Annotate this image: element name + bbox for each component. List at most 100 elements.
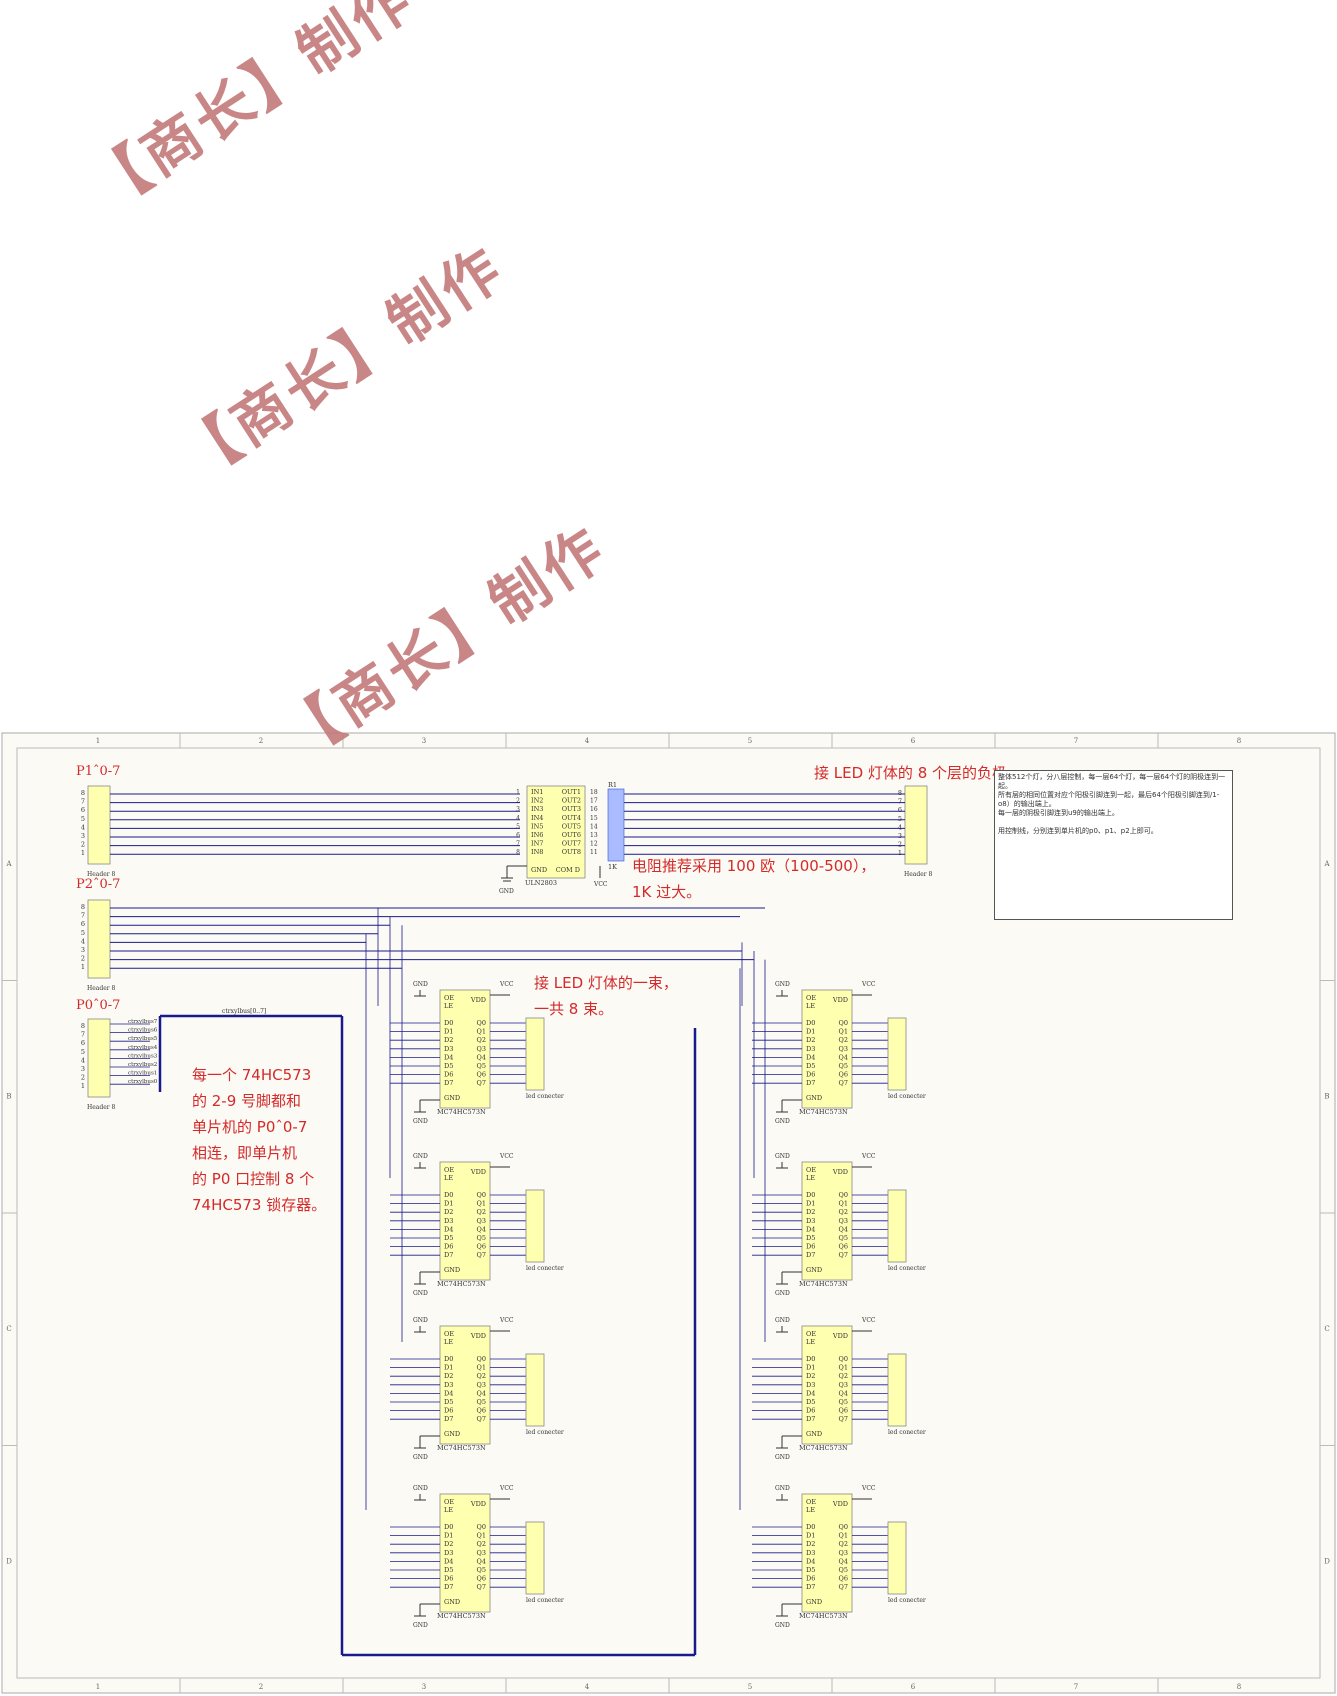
latch-0-q-pin: Q3 xyxy=(477,1045,486,1053)
latch-6-d-pin: D0 xyxy=(444,1523,453,1531)
p0-header-pin: 6 xyxy=(81,1039,85,1047)
uln-label: ULN2803 xyxy=(525,879,557,887)
latch-0-d-pin: D0 xyxy=(444,1019,453,1027)
latch-1-led-connector xyxy=(887,1017,907,1091)
latch-0-led-label: led conecter xyxy=(526,1093,564,1100)
p1-header xyxy=(87,785,111,865)
uln-input-pin: IN3 xyxy=(531,805,543,813)
latch-3-q-pin: Q0 xyxy=(839,1191,848,1199)
latch-0-gnd-pin: GND xyxy=(444,1094,460,1102)
latch-2-q-pin: Q7 xyxy=(477,1251,486,1259)
latch-6-d-pin: D7 xyxy=(444,1583,453,1591)
latch-5-gnd-pin: GND xyxy=(806,1430,822,1438)
p0-bus-label: ctrxylbus0 xyxy=(128,1079,158,1085)
latch-0-q-pin: Q6 xyxy=(477,1071,486,1079)
latch-0-d-pin: D3 xyxy=(444,1045,453,1053)
p0-header-pin: 8 xyxy=(81,1022,85,1030)
uln-output-pin: OUT2 xyxy=(562,797,581,805)
latch-3-le-pin: LE xyxy=(806,1174,815,1182)
latch-3-led-label: led conecter xyxy=(888,1265,926,1272)
latch-4-vdd-pin: VDD xyxy=(470,1332,486,1340)
latch-4-q-pin: Q2 xyxy=(477,1372,486,1380)
latch-1-gnd-top: GND xyxy=(775,981,790,988)
latch-3-gnd-bottom: GND xyxy=(775,1290,790,1297)
bundle-note: 接 LED 灯体的一束， 一共 8 束。 xyxy=(534,974,678,1018)
latch-0-chip xyxy=(439,989,491,1109)
latch-2-q-pin: Q1 xyxy=(477,1200,486,1208)
latch-0-d-pin: D7 xyxy=(444,1079,453,1087)
p0-header-pin: 7 xyxy=(81,1031,85,1039)
latch-3-q-pin: Q4 xyxy=(839,1225,848,1233)
p0-header-pin: 2 xyxy=(81,1074,85,1082)
latch-3-gnd-top: GND xyxy=(775,1153,790,1160)
latch-5-d-pin: D2 xyxy=(806,1372,815,1380)
latch-6-label: MC74HC573N xyxy=(437,1612,486,1620)
latch-6-led-label: led conecter xyxy=(526,1597,564,1604)
latch-6-led-connector xyxy=(525,1521,545,1595)
latch-2-oe-pin: OE xyxy=(444,1166,454,1174)
p0-bus-label: ctrxylbus2 xyxy=(128,1062,157,1068)
uln-input-pin: IN1 xyxy=(531,788,543,796)
latch-7-d-pin: D4 xyxy=(806,1557,815,1565)
latch-0-q-pin: Q7 xyxy=(477,1079,486,1087)
uln-pin-num: 6 xyxy=(516,832,520,839)
latch-0-d-pin: D4 xyxy=(444,1053,453,1061)
latch-0-le-pin: LE xyxy=(444,1002,453,1010)
latch-7-q-pin: Q0 xyxy=(839,1523,848,1531)
p0-bus-label: ctrxylbus4 xyxy=(128,1045,158,1051)
latch-2-le-pin: LE xyxy=(444,1174,453,1182)
latch-5-d-pin: D3 xyxy=(806,1381,815,1389)
latch-7-d-pin: D6 xyxy=(806,1575,815,1583)
latch-6-d-pin: D6 xyxy=(444,1575,453,1583)
latch-3-q-pin: Q1 xyxy=(839,1200,848,1208)
grid-col-label: 4 xyxy=(585,737,590,745)
p2-label: P2ˆ0-7 xyxy=(76,877,121,892)
latch-2-d-pin: D5 xyxy=(444,1234,453,1242)
latch-1-d-pin: D5 xyxy=(806,1062,815,1070)
latch-0-d-pin: D1 xyxy=(444,1028,453,1036)
latch-1-d-pin: D7 xyxy=(806,1079,815,1087)
latch-2-q-pin: Q0 xyxy=(477,1191,486,1199)
uln-pin-num: 2 xyxy=(516,798,520,805)
uln-output-pin: OUT1 xyxy=(562,788,581,796)
latch-1-d-pin: D0 xyxy=(806,1019,815,1027)
latch-5-chip xyxy=(801,1325,853,1445)
latch-4-q-pin: Q6 xyxy=(477,1407,486,1415)
latch-4-q-pin: Q1 xyxy=(477,1364,486,1372)
latch-5-led-connector xyxy=(887,1353,907,1427)
grid-row-label: C xyxy=(1324,1325,1329,1333)
uln-pin-num: 8 xyxy=(516,849,520,856)
p0-header-pin: 3 xyxy=(81,1065,85,1073)
uln-pin-num: 15 xyxy=(590,815,598,822)
latch-2-d-pin: D1 xyxy=(444,1200,453,1208)
latch-3-d-pin: D6 xyxy=(806,1243,815,1251)
latch-2-d-pin: D3 xyxy=(444,1217,453,1225)
p2-header-pin: 3 xyxy=(81,946,85,954)
latch-7-d-pin: D0 xyxy=(806,1523,815,1531)
latch-4-q-pin: Q3 xyxy=(477,1381,486,1389)
latch-7-q-pin: Q2 xyxy=(839,1540,848,1548)
latch-4-d-pin: D0 xyxy=(444,1355,453,1363)
latch-1-d-pin: D4 xyxy=(806,1053,815,1061)
layer-header-label: Header 8 xyxy=(904,871,933,878)
grid-col-label: 6 xyxy=(911,1683,916,1691)
latch-2-led-connector xyxy=(525,1189,545,1263)
latch-2-vdd-pin: VDD xyxy=(470,1168,486,1176)
grid-col-label: 8 xyxy=(1237,1683,1241,1691)
latch-1-q-pin: Q5 xyxy=(839,1062,848,1070)
latch-1-q-pin: Q7 xyxy=(839,1079,848,1087)
latch-5-d-pin: D1 xyxy=(806,1364,815,1372)
latch-0-d-pin: D5 xyxy=(444,1062,453,1070)
layer-header-pin: 4 xyxy=(898,823,902,831)
latch-3-label: MC74HC573N xyxy=(799,1280,848,1288)
latch-6-vdd-pin: VDD xyxy=(470,1500,486,1508)
p0-header xyxy=(87,1018,111,1098)
uln-pin-num: 4 xyxy=(516,815,520,822)
uln-output-pin: OUT8 xyxy=(562,848,581,856)
latch-4-d-pin: D3 xyxy=(444,1381,453,1389)
p2-header-pin: 7 xyxy=(81,912,85,920)
grid-col-label: 1 xyxy=(96,737,100,745)
latch-2-label: MC74HC573N xyxy=(437,1280,486,1288)
latch-3-led-connector xyxy=(887,1189,907,1263)
latch-2-d-pin: D7 xyxy=(444,1251,453,1259)
